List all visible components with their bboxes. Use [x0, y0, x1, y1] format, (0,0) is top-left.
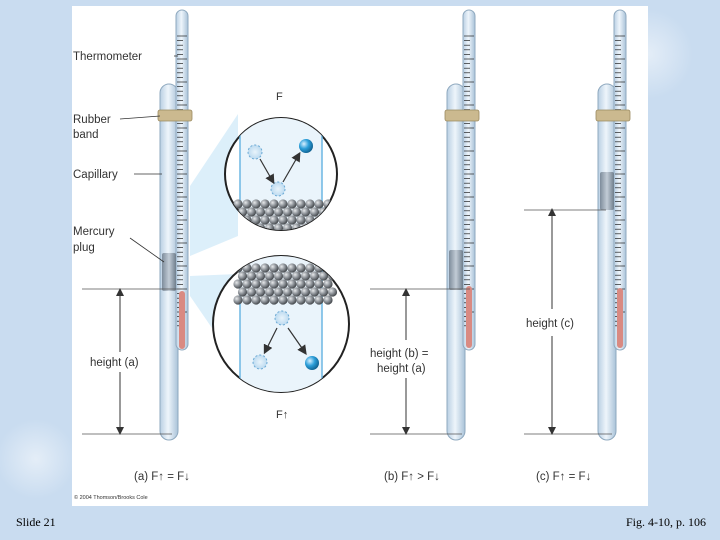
- caption-a: (a) F↑ = F↓: [134, 471, 190, 483]
- copyright-notice: © 2004 Thomson/Brooks Cole: [74, 494, 148, 501]
- caption-c: (c) F↑ = F↓: [536, 471, 591, 483]
- height-dimension-c: height (c): [524, 208, 612, 435]
- vapor-molecule-bottom-1: [274, 310, 290, 326]
- mercury-surface-bottom: [233, 263, 338, 305]
- label-height-a: height (a): [90, 357, 139, 369]
- thermometer-c: [595, 9, 631, 441]
- mercury-plug-a: [162, 253, 176, 291]
- rubber-band-a: [157, 109, 193, 122]
- thermometer-stem-b: [462, 9, 476, 351]
- vapor-molecule-top-2: [270, 181, 286, 197]
- label-force-top: F: [276, 91, 283, 103]
- label-capillary: Capillary: [73, 169, 118, 181]
- escaping-molecule-bottom: [305, 356, 319, 370]
- label-force-bottom: F↑: [276, 409, 288, 421]
- vapor-molecule-top-1: [247, 144, 263, 160]
- label-mercury-plug-1: Mercury: [73, 226, 115, 238]
- label-height-b-2: height (a): [377, 363, 426, 375]
- test-tube-c: [597, 83, 617, 441]
- slide-number: Slide 21: [16, 515, 56, 529]
- escaping-molecule-top: [299, 139, 313, 153]
- arrow-in-bottom: [263, 327, 278, 355]
- figure-reference: Fig. 4-10, p. 106: [625, 515, 706, 529]
- red-liquid-b: [466, 286, 472, 348]
- thermometer-diagram: Thermometer Rubber band Capillary Mercur…: [73, 9, 631, 501]
- arrow-down-in-top: [259, 158, 275, 185]
- label-thermometer: Thermometer: [73, 51, 142, 63]
- arrow-out-bottom: [287, 327, 307, 355]
- arrow-up-out-top: [282, 151, 301, 183]
- thermometer-stem-a: [175, 9, 189, 351]
- vapor-molecule-bottom-2: [252, 354, 268, 370]
- label-height-c: height (c): [526, 318, 574, 330]
- label-rubber-band-1: Rubber: [73, 114, 111, 126]
- zoom-wedge-top: [190, 114, 238, 256]
- caption-b: (b) F↑ > F↓: [384, 471, 440, 483]
- red-liquid-c: [617, 288, 623, 348]
- thermometer-b: [444, 9, 480, 441]
- labels-a: Thermometer Rubber band Capillary Mercur…: [73, 51, 288, 421]
- zoom-circle-bottom: [212, 255, 350, 393]
- rubber-band-c: [595, 109, 631, 122]
- label-mercury-plug-2: plug: [73, 242, 95, 254]
- thermometer-a: [157, 9, 193, 441]
- rubber-band-b: [444, 109, 480, 122]
- label-height-b-1: height (b) =: [370, 348, 429, 360]
- mercury-plug-c: [600, 172, 614, 210]
- zoom-circle-top: [224, 117, 338, 231]
- figure-panel: Thermometer Rubber band Capillary Mercur…: [72, 6, 648, 506]
- height-dimension-a: [82, 288, 182, 435]
- red-liquid-a: [179, 291, 185, 349]
- height-dimension-b: height (b) = height (a): [370, 288, 470, 435]
- label-rubber-band-2: band: [73, 129, 99, 141]
- mercury-plug-b: [449, 250, 463, 290]
